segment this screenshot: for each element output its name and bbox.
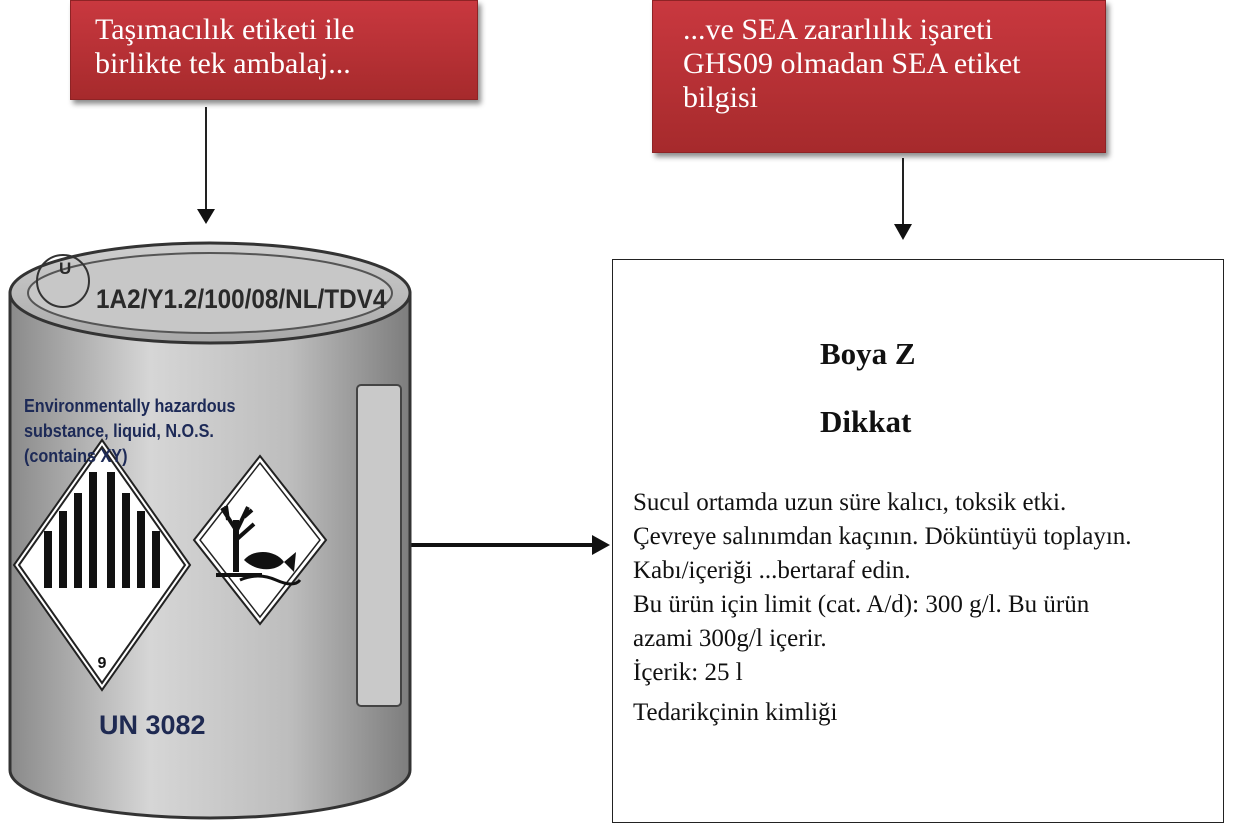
callout-line: ...ve SEA zararlılık işareti xyxy=(683,13,993,46)
shipping-name-line: Environmentally hazardous xyxy=(24,396,236,416)
arrowhead-right-down xyxy=(894,224,912,240)
shipping-name-line: (contains XY) xyxy=(24,446,128,466)
supplier-identity: Tedarikçinin kimliği xyxy=(633,699,838,726)
hazard-class-number: 9 xyxy=(98,655,107,672)
class-9-hazard-diamond: 9 xyxy=(12,438,192,692)
statement-line: azami 300g/l içerir. xyxy=(633,625,827,652)
statement-line: Bu ürün için limit (cat. A/d): 300 g/l. … xyxy=(633,591,1090,618)
environmental-hazard-mark xyxy=(192,454,328,626)
statement-line: İçerik: 25 l xyxy=(633,659,743,686)
callout-line: GHS09 olmadan SEA etiket xyxy=(683,47,1021,80)
signal-word: Dikkat xyxy=(820,404,912,439)
product-name: Boya Z xyxy=(820,336,916,371)
arrowhead-left-down xyxy=(197,209,215,224)
callout-line: Taşımacılık etiketi ile xyxy=(95,13,355,46)
callout-single-packaging: Taşımacılık etiketi ile birlikte tek amb… xyxy=(70,0,478,100)
un-approval-circle xyxy=(36,254,90,308)
hazard-label-box: Boya Z Dikkat Sucul ortamda uzun süre ka… xyxy=(612,259,1224,823)
statement-line: Kabı/içeriği ...bertaraf edin. xyxy=(633,557,911,584)
callout-line: birlikte tek ambalaj... xyxy=(95,47,351,80)
arrowhead-drum-to-label xyxy=(592,535,610,555)
statement-line: Çevreye salınımdan kaçının. Döküntüyü to… xyxy=(633,523,1132,550)
class-9-stripes-icon xyxy=(44,472,160,588)
packaging-code: 1A2/Y1.2/100/08/NL/TDV4 xyxy=(96,284,387,314)
un-number: UN 3082 xyxy=(99,710,206,740)
statement-line: Sucul ortamda uzun süre kalıcı, toksik e… xyxy=(633,489,1067,516)
drum-top-lid xyxy=(27,252,393,334)
water-line xyxy=(239,574,302,586)
dead-fish-icon xyxy=(244,551,296,572)
label-statements: Sucul ortamda uzun süre kalıcı, toksik e… xyxy=(633,486,1132,690)
un-approval-mark: U xyxy=(59,259,72,278)
drum-side-label-panel xyxy=(356,384,402,707)
callout-label-info: ...ve SEA zararlılık işareti GHS09 olmad… xyxy=(652,0,1106,153)
callout-line: bilgisi xyxy=(683,81,759,114)
proper-shipping-name: Environmentally hazardous substance, liq… xyxy=(24,394,236,469)
shipping-name-line: substance, liquid, N.O.S. xyxy=(24,421,214,441)
